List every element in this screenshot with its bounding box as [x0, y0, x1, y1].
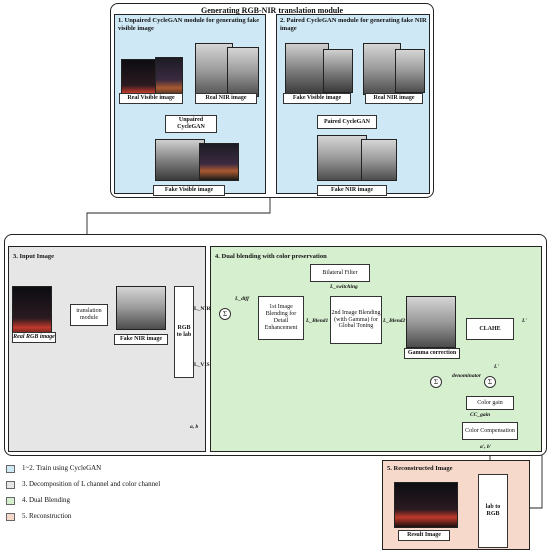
- legend-swatch-2: [6, 481, 15, 489]
- fake-visible-thumb-2: [199, 143, 239, 181]
- fake-nir-thumb-m2: [317, 135, 367, 181]
- input-image-panel: 3. Input Image: [8, 246, 206, 452]
- real-rgb-label: Real RGB image: [12, 332, 56, 343]
- translation-module-title: Generating RGB-NIR translation module: [201, 6, 343, 15]
- denominator-label: denominator: [452, 373, 482, 379]
- first-blending-box: 1st Image Blending for Detail Enhancemen…: [258, 296, 304, 340]
- l-switching-label: L_switching: [330, 284, 358, 290]
- real-visible-thumb-2: [155, 57, 183, 99]
- l-blend1-label: L_Blend1: [306, 318, 329, 324]
- legend-swatch-3: [6, 497, 15, 505]
- real-nir-thumb-2: [227, 47, 259, 97]
- real-nir-thumb-m2b: [395, 49, 425, 93]
- dual-blending-panel: 4. Dual blending with color preservation: [210, 246, 542, 452]
- module1-title: 1. Unpaired CycleGAN module for generati…: [118, 17, 260, 32]
- l-nir-label: L_NIR: [194, 306, 211, 312]
- fake-visible-thumb-m2: [285, 43, 329, 95]
- result-image: [394, 482, 458, 528]
- fake-visible-thumb-m2b: [323, 49, 353, 93]
- reconstruction-title: 5. Reconstructed Image: [387, 465, 453, 472]
- ab-prime-label: a', b': [480, 444, 492, 450]
- fake-nir-label-m2: Fake NIR image: [317, 185, 387, 196]
- l-diff-label: L_diff: [235, 296, 249, 302]
- color-compensation-box: Color Compensation: [462, 422, 518, 440]
- sum-node-3: Σ: [484, 376, 496, 388]
- gamma-label: Gamma correction: [404, 348, 460, 359]
- real-nir-thumb-m2: [363, 43, 401, 95]
- input-image-title: 3. Input Image: [13, 253, 54, 260]
- legend-item-3: 4. Dual Blending: [22, 496, 71, 504]
- fake-visible-thumb: [155, 139, 205, 181]
- legend-swatch-1: [6, 465, 15, 473]
- legend: 1~2. Train using CycleGAN 3. Decompositi…: [6, 464, 306, 524]
- second-blending-box: 2nd Image Blending (with Gamma) for Glob…: [330, 296, 382, 344]
- unpaired-cyclegan-box: Unpaired CycleGAN: [165, 115, 217, 133]
- lab-to-rgb-box: lab to RGB: [478, 474, 508, 548]
- legend-item-2: 3. Decomposition of L channel and color …: [22, 480, 161, 488]
- legend-item-4: 5. Reconstruction: [22, 512, 72, 520]
- gamma-image: [406, 296, 456, 348]
- bilateral-filter-box: Bilateral Filter: [310, 264, 370, 282]
- legend-swatch-4: [6, 513, 15, 521]
- result-label: Result Image: [398, 530, 450, 541]
- l-vis-label: L_VIS: [194, 362, 210, 368]
- ab-label: a, b: [190, 424, 199, 430]
- translation-module-box: translation module: [70, 304, 108, 326]
- module1-panel: 1. Unpaired CycleGAN module for generati…: [114, 14, 266, 196]
- dual-blending-title: 4. Dual blending with color preservation: [215, 253, 327, 260]
- fake-visible-label: Fake Visible image: [153, 185, 225, 196]
- sum-node-1: Σ: [219, 308, 231, 320]
- l-prime-label: L': [522, 318, 527, 324]
- rgb-to-lab-box: RGB to lab: [174, 286, 194, 378]
- l-blend2-label: L_Blend2: [383, 318, 406, 324]
- fake-nir-label: Fake NIR image: [114, 334, 168, 345]
- fake-nir-thumb-m2b: [361, 139, 397, 181]
- module2-title: 2. Paired CycleGAN module for generating…: [280, 17, 427, 32]
- clahe-box: CLAHE: [466, 318, 514, 340]
- paired-cyclegan-box: Paired CycleGAN: [317, 115, 377, 129]
- real-nir-label-m2: Real NIR image: [365, 93, 423, 104]
- cc-gain-label: CC_gain: [470, 412, 491, 418]
- real-visible-label: Real Visible image: [119, 93, 183, 104]
- legend-item-1: 1~2. Train using CycleGAN: [22, 464, 102, 472]
- color-gain-box: Color gain: [466, 396, 514, 410]
- sum-node-2: Σ: [430, 376, 442, 388]
- real-nir-label: Real NIR image: [195, 93, 257, 104]
- l-prime-label-2: L': [494, 364, 499, 370]
- fake-visible-label-m2: Fake Visible image: [283, 93, 351, 104]
- module2-panel: 2. Paired CycleGAN module for generating…: [276, 14, 430, 196]
- fake-nir-image: [116, 286, 166, 330]
